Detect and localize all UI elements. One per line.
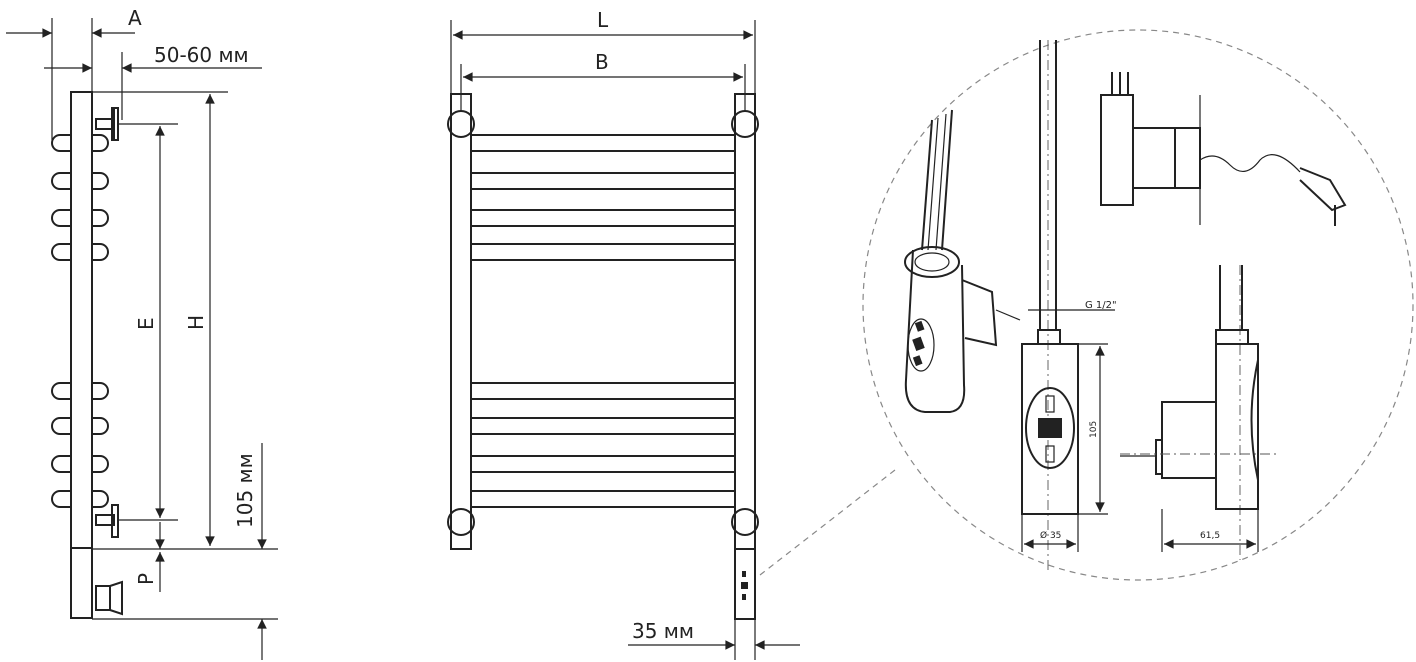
front-right-rail <box>734 93 756 550</box>
label-p: P <box>134 573 158 585</box>
heater-with-cord <box>1100 72 1347 226</box>
label-depth: 61,5 <box>1200 531 1220 541</box>
label-35mm: 35 мм <box>632 619 694 643</box>
side-tubes-upper <box>51 134 109 261</box>
dimension-50-60: 50-60 мм <box>44 43 262 120</box>
dimension-l: L <box>450 8 756 94</box>
label-offset: 50-60 мм <box>154 43 249 67</box>
label-a: A <box>128 6 142 30</box>
dimension-35: 35 мм <box>628 619 800 660</box>
side-bracket-bottom <box>95 504 119 538</box>
heater-front: G 1/2" 105 Ø 35 <box>1021 40 1117 570</box>
heater-perspective <box>904 109 1021 413</box>
label-l: L <box>597 8 609 32</box>
dimension-p: P <box>134 522 165 592</box>
label-105: 105 <box>1089 421 1099 438</box>
dimension-b: B <box>460 50 746 112</box>
front-view: L B 35 мм <box>447 8 896 660</box>
dimension-h: H <box>184 94 215 546</box>
side-rail <box>70 91 93 549</box>
front-bars <box>470 134 736 508</box>
heater-detail: G 1/2" 105 Ø 35 61,5 <box>862 29 1414 581</box>
label-105mm: 105 мм <box>233 453 257 528</box>
label-thread: G 1/2" <box>1085 300 1117 311</box>
detail-circle <box>862 29 1414 581</box>
label-h: H <box>184 315 208 330</box>
side-heater-knob <box>95 580 123 616</box>
side-tubes-lower <box>51 382 109 508</box>
dimension-e: E <box>134 126 165 518</box>
label-e: E <box>134 317 158 330</box>
label-diameter: Ø 35 <box>1040 530 1061 541</box>
front-heater-control <box>741 571 748 600</box>
side-view: A 50-60 мм E H 105 мм <box>6 6 278 660</box>
front-left-rail <box>450 93 472 550</box>
side-heater-block <box>70 547 93 619</box>
front-heater <box>734 548 756 620</box>
dimension-a: A <box>6 6 142 140</box>
dimension-105: 105 мм <box>233 443 267 660</box>
heater-side: 61,5 <box>1120 265 1280 560</box>
label-b: B <box>595 50 609 74</box>
side-bracket-top <box>95 107 119 141</box>
